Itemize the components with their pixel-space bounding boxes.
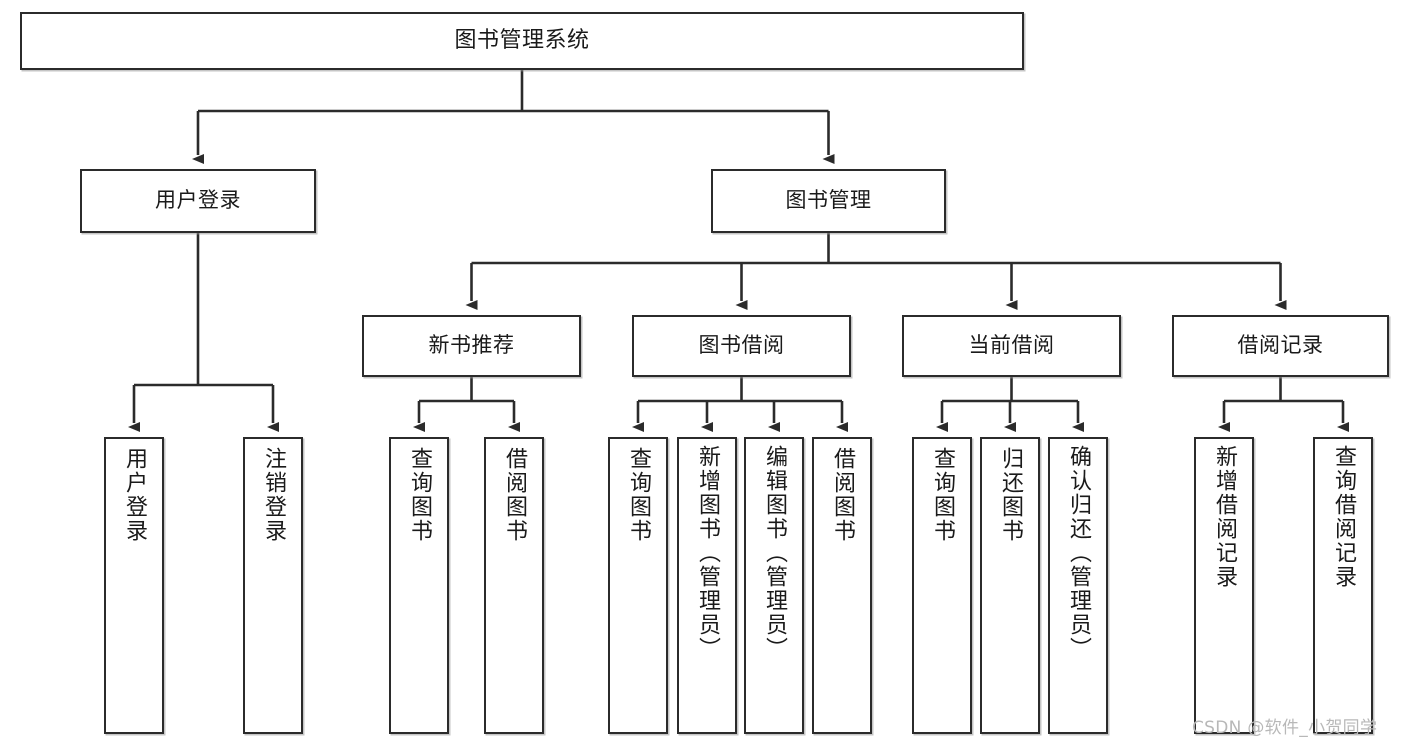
- node-label: 用户登录: [155, 188, 241, 213]
- node-root[interactable]: 图书管理系统: [20, 12, 1024, 70]
- node-borrow-record[interactable]: 借阅记录: [1172, 315, 1389, 377]
- node-leaf-query-record[interactable]: 查询借阅记录: [1313, 437, 1373, 734]
- node-book-manage[interactable]: 图书管理: [711, 169, 946, 233]
- node-label: 借阅记录: [1237, 333, 1324, 358]
- node-leaf-borrow-book-1[interactable]: 借阅图书: [484, 437, 544, 734]
- node-label: 借阅图书: [830, 447, 855, 543]
- node-label: 归还图书: [998, 447, 1023, 543]
- node-label: 图书借阅: [698, 333, 785, 358]
- node-label: 注销登录: [261, 447, 286, 543]
- node-leaf-user-login[interactable]: 用户登录: [104, 437, 164, 734]
- node-label: 查询图书: [626, 447, 651, 543]
- node-leaf-query-book-1[interactable]: 查询图书: [389, 437, 449, 734]
- node-leaf-add-book[interactable]: 新增图书（管理员）: [677, 437, 737, 734]
- node-label: 新增图书（管理员）: [695, 445, 720, 661]
- node-leaf-edit-book[interactable]: 编辑图书（管理员）: [744, 437, 804, 734]
- node-leaf-query-book-2[interactable]: 查询图书: [608, 437, 668, 734]
- node-current-borrow[interactable]: 当前借阅: [902, 315, 1121, 377]
- node-label: 借阅图书: [502, 447, 527, 543]
- csdn-watermark: CSDN @软件_小贺同学: [1192, 718, 1378, 738]
- node-label: 用户登录: [122, 447, 147, 543]
- node-leaf-add-record[interactable]: 新增借阅记录: [1194, 437, 1254, 734]
- node-label: 编辑图书（管理员）: [762, 445, 787, 661]
- node-leaf-query-book-3[interactable]: 查询图书: [912, 437, 972, 734]
- node-label: 查询图书: [930, 447, 955, 543]
- node-leaf-return-book[interactable]: 归还图书: [980, 437, 1040, 734]
- node-leaf-borrow-book-2[interactable]: 借阅图书: [812, 437, 872, 734]
- node-label: 查询借阅记录: [1331, 445, 1356, 589]
- node-book-borrow[interactable]: 图书借阅: [632, 315, 851, 377]
- node-label: 当前借阅: [968, 333, 1055, 358]
- node-label: 新书推荐: [428, 333, 515, 358]
- node-leaf-logout[interactable]: 注销登录: [243, 437, 303, 734]
- node-new-book-rec[interactable]: 新书推荐: [362, 315, 581, 377]
- node-label: 查询图书: [407, 447, 432, 543]
- node-user-login[interactable]: 用户登录: [80, 169, 316, 233]
- node-leaf-confirm-return[interactable]: 确认归还（管理员）: [1048, 437, 1108, 734]
- node-label: 确认归还（管理员）: [1066, 445, 1091, 661]
- node-label: 新增借阅记录: [1212, 445, 1237, 589]
- node-label: 图书管理: [785, 188, 872, 213]
- node-label: 图书管理系统: [454, 27, 590, 53]
